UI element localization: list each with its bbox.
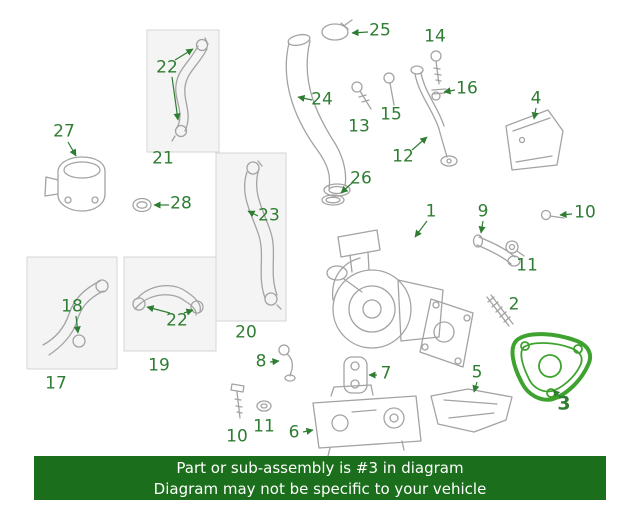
callout-9[interactable]: 9 [477, 201, 489, 222]
callout-22a[interactable]: 22 [156, 57, 178, 78]
banner-line2: Diagram may not be specific to your vehi… [153, 480, 487, 498]
callout-21[interactable]: 21 [152, 148, 174, 169]
callout-1[interactable]: 1 [425, 201, 437, 222]
callout-11a[interactable]: 11 [516, 255, 538, 276]
callout-28[interactable]: 28 [170, 193, 192, 214]
callout-3[interactable]: 3 [557, 392, 571, 415]
part-2-stud [486, 294, 514, 327]
callout-17[interactable]: 17 [45, 373, 67, 394]
part-15-bolt [383, 72, 395, 106]
callout-10b[interactable]: 10 [226, 426, 248, 447]
banner-line1: Part or sub-assembly is #3 in diagram [176, 459, 464, 477]
part-6-assembly [312, 384, 422, 457]
part-9-pipe [472, 234, 521, 267]
part-12-oil-line [410, 65, 458, 167]
callout-6[interactable]: 6 [288, 422, 300, 443]
callout-22b[interactable]: 22 [166, 310, 188, 331]
part-26-oring [321, 194, 345, 206]
part-10-bolt-bottom [230, 383, 245, 419]
part-1-turbocharger [326, 229, 474, 368]
callout-23[interactable]: 23 [258, 205, 280, 226]
subassembly-box-17 [26, 256, 118, 370]
callout-8[interactable]: 8 [255, 351, 267, 372]
part-8-fitting [278, 344, 296, 382]
part-5-heat-shield [430, 388, 513, 433]
callout-27[interactable]: 27 [53, 121, 75, 142]
callout-7[interactable]: 7 [380, 363, 392, 384]
callout-2[interactable]: 2 [508, 294, 520, 315]
callout-arrows [67, 28, 573, 435]
callout-12[interactable]: 12 [392, 146, 414, 167]
part-19-hose [132, 285, 204, 316]
part-28-oring [132, 197, 152, 213]
callout-18[interactable]: 18 [61, 296, 83, 317]
part-14-bolt [430, 50, 442, 85]
callout-24[interactable]: 24 [311, 89, 333, 110]
part-7-gasket [343, 356, 368, 394]
callout-10a[interactable]: 10 [574, 202, 596, 223]
info-banner: Part or sub-assembly is #3 in diagram Di… [34, 456, 606, 500]
callout-5[interactable]: 5 [471, 362, 483, 383]
callout-15[interactable]: 15 [380, 104, 402, 125]
part-20-hose [243, 160, 282, 310]
callout-14[interactable]: 14 [424, 26, 446, 47]
callout-16[interactable]: 16 [456, 78, 478, 99]
callout-26[interactable]: 26 [350, 168, 372, 189]
subassembly-box-20 [215, 152, 287, 322]
callout-11b[interactable]: 11 [253, 416, 275, 437]
part-11-washer-bottom [256, 400, 272, 412]
callout-13[interactable]: 13 [348, 116, 370, 137]
part-3-gasket-highlighted[interactable] [510, 332, 593, 402]
part-25-clamp [321, 19, 353, 41]
part-27-housing [44, 156, 106, 212]
callout-19[interactable]: 19 [148, 355, 170, 376]
callout-4[interactable]: 4 [530, 88, 542, 109]
part-11-fitting-right [505, 240, 525, 257]
part-13-bolt [351, 81, 372, 110]
callout-25[interactable]: 25 [369, 20, 391, 41]
part-4-heat-shield [505, 109, 564, 171]
callout-20[interactable]: 20 [235, 322, 257, 343]
